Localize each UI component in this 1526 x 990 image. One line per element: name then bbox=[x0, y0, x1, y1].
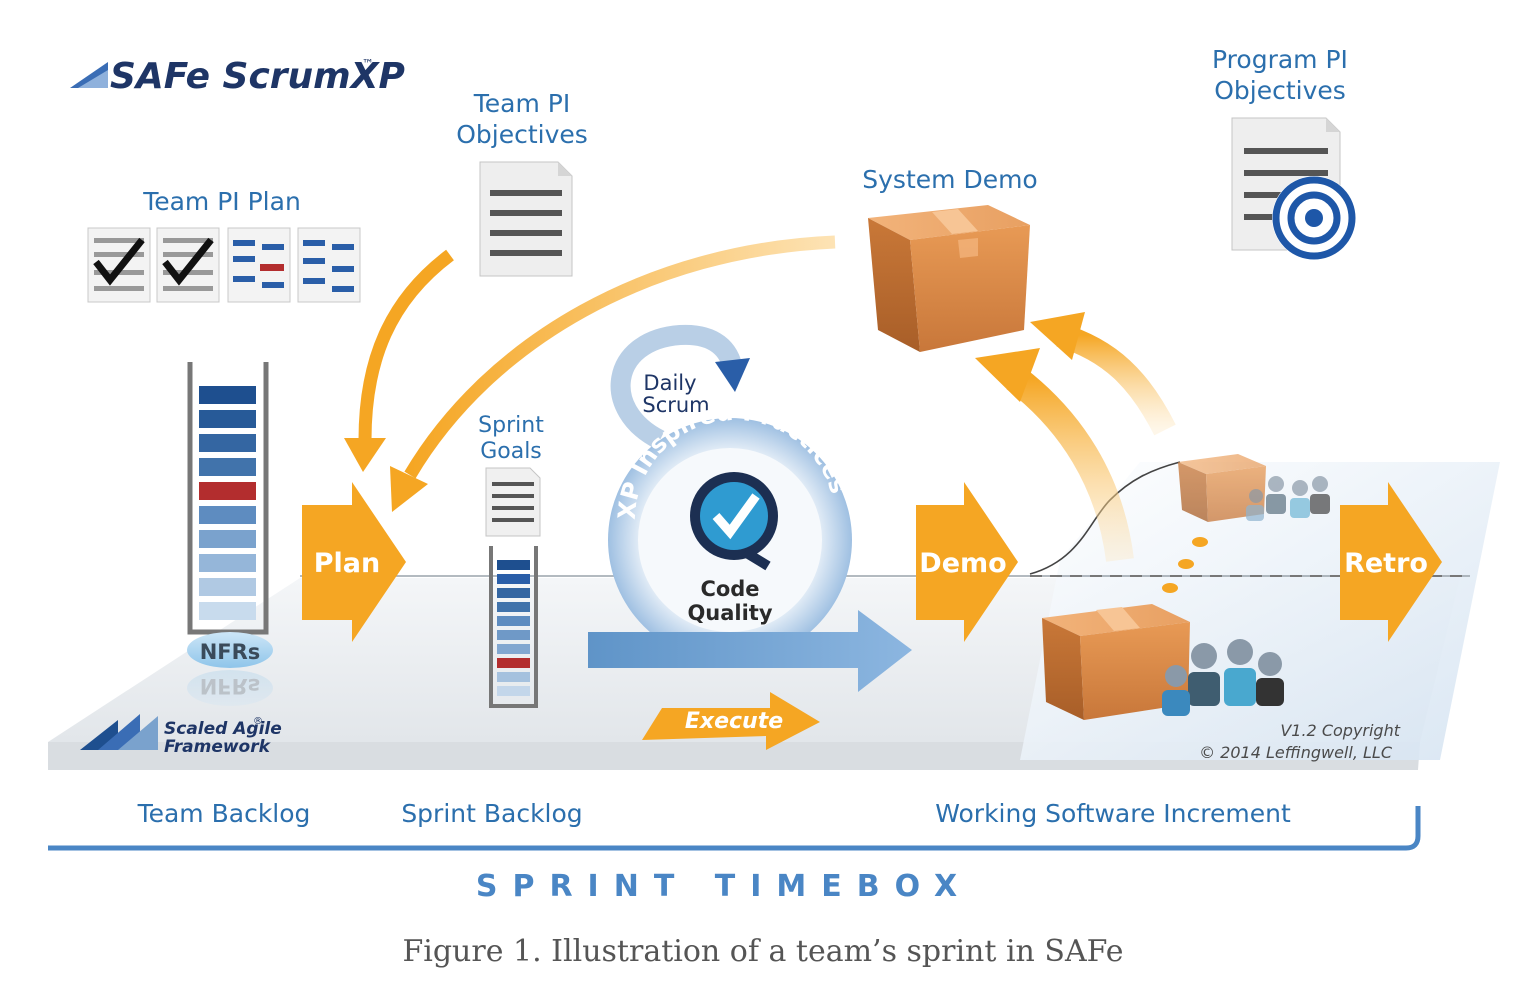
scaled-agile-registered: ® bbox=[253, 716, 263, 727]
team-pi-objectives-label-2: Objectives bbox=[456, 120, 588, 149]
plan-step: Plan bbox=[302, 482, 406, 642]
logo-trademark: ™ bbox=[362, 57, 374, 71]
current-team-icon bbox=[1162, 639, 1284, 716]
nfrs-label: NFRs bbox=[200, 640, 261, 664]
code-quality-label-1: Code bbox=[700, 577, 759, 601]
checkmark-icon bbox=[712, 493, 760, 540]
team-pi-plan-docs bbox=[87, 227, 361, 303]
system-demo-label: System Demo bbox=[862, 165, 1037, 194]
plan-doc-4 bbox=[297, 227, 361, 303]
sprint-goals-label-1: Sprint bbox=[478, 413, 544, 438]
sprint-goals-label-2: Goals bbox=[480, 439, 542, 464]
code-quality-label-2: Quality bbox=[687, 601, 772, 625]
arrowhead-icon bbox=[1030, 312, 1085, 360]
demo-label: Demo bbox=[919, 548, 1006, 579]
past-team-icon bbox=[1246, 476, 1330, 521]
past-increment-box-icon bbox=[1178, 454, 1266, 522]
logo-text: SAFe ScrumXP bbox=[110, 56, 405, 97]
sprint-backlog-label: Sprint Backlog bbox=[401, 799, 582, 828]
cycle-arrowhead-icon bbox=[715, 358, 750, 392]
daily-scrum-cycle: Daily Scrum bbox=[610, 324, 750, 449]
execute-label: Execute bbox=[685, 709, 783, 734]
checkmark-icon bbox=[93, 237, 145, 286]
plan-label: Plan bbox=[314, 548, 381, 579]
scaled-agile-logo: Scaled Agile ® Framework bbox=[80, 714, 282, 757]
nfrs-reflection: NFRs bbox=[200, 674, 261, 698]
increment-trail-dots bbox=[1162, 537, 1208, 593]
team-backlog-label: Team Backlog bbox=[137, 799, 311, 828]
daily-scrum-label-1: Daily bbox=[643, 371, 696, 395]
timebox-bracket bbox=[48, 806, 1421, 851]
sprint-red-item bbox=[497, 658, 530, 668]
target-icon bbox=[1272, 176, 1356, 260]
team-pi-objectives-doc bbox=[479, 161, 573, 277]
checkmark-icon bbox=[162, 237, 214, 286]
team-pi-plan-label: Team PI Plan bbox=[142, 187, 301, 216]
arrowhead-icon bbox=[344, 438, 386, 472]
demo-step: Demo bbox=[916, 482, 1018, 642]
execute-step: Execute bbox=[642, 692, 820, 750]
copyright-line-2: © 2014 Leffingwell, LLC bbox=[1199, 743, 1393, 762]
backlog-red-item bbox=[199, 482, 256, 500]
scaled-agile-text-1: Scaled Agile bbox=[164, 719, 282, 739]
sprint-backlog-stack bbox=[489, 546, 538, 708]
daily-scrum-label-2: Scrum bbox=[642, 393, 709, 417]
program-pi-objectives-label-1: Program PI bbox=[1212, 45, 1348, 74]
program-pi-objectives-label-2: Objectives bbox=[1214, 76, 1346, 105]
increment-to-system-demo-arrow-2 bbox=[1056, 323, 1176, 436]
increment-to-system-demo-arrow-1 bbox=[1006, 366, 1134, 562]
team-pi-objectives-label-1: Team PI bbox=[473, 89, 570, 118]
safe-scrumxp-logo: SAFe ScrumXP ™ bbox=[70, 56, 405, 97]
execute-flow-arrow bbox=[588, 610, 912, 692]
figure-caption: Figure 1. Illustration of a team’s sprin… bbox=[402, 934, 1124, 969]
plan-doc-3 bbox=[227, 227, 291, 303]
retro-label: Retro bbox=[1344, 548, 1428, 579]
code-quality-badge: Code Quality bbox=[687, 472, 778, 625]
sprint-timebox-label: SPRINT TIMEBOX bbox=[476, 869, 972, 904]
working-increment-label: Working Software Increment bbox=[935, 799, 1291, 828]
plan-doc-2 bbox=[156, 227, 220, 303]
system-demo-box-icon bbox=[868, 205, 1030, 352]
retro-step: Retro bbox=[1340, 482, 1442, 642]
team-backlog-stack bbox=[187, 362, 269, 635]
system-demo-to-plan-arrow bbox=[404, 235, 836, 479]
copyright-line-1: V1.2 Copyright bbox=[1280, 721, 1400, 740]
arrowhead-icon bbox=[975, 348, 1040, 402]
scaled-agile-text-2: Framework bbox=[164, 737, 272, 757]
arrowhead-icon bbox=[390, 466, 428, 512]
program-pi-objectives-doc bbox=[1231, 117, 1356, 260]
sprint-goals-doc bbox=[485, 467, 541, 537]
objectives-to-plan-arrow bbox=[358, 249, 454, 441]
plan-doc-1 bbox=[87, 227, 151, 303]
nfrs-badge: NFRs NFRs bbox=[187, 632, 273, 706]
